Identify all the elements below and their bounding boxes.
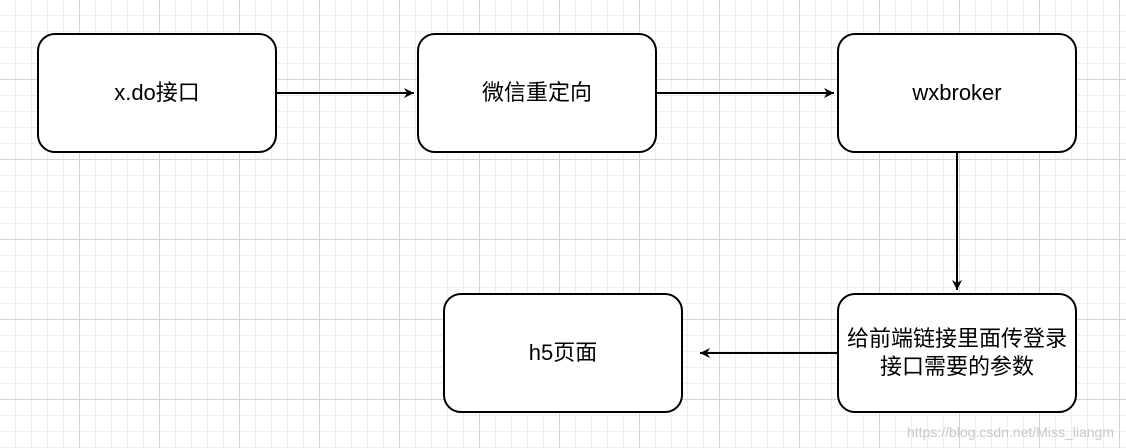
node-wechat-redirect: 微信重定向	[417, 33, 657, 153]
watermark: https://blog.csdn.net/Miss_liangm	[907, 424, 1114, 440]
node-label: wxbroker	[912, 80, 1002, 105]
node-label: 给前端链接里面传登录接口需要的参数	[846, 326, 1067, 379]
node-wxbroker: wxbroker	[837, 33, 1077, 153]
node-label: h5页面	[528, 340, 598, 365]
node-label: x.do接口	[114, 80, 200, 105]
node-h5-page: h5页面	[443, 293, 683, 413]
node-label: 微信重定向	[481, 80, 592, 105]
node-login-params: 给前端链接里面传登录接口需要的参数	[837, 293, 1077, 413]
node-xdo-interface: x.do接口	[37, 33, 277, 153]
